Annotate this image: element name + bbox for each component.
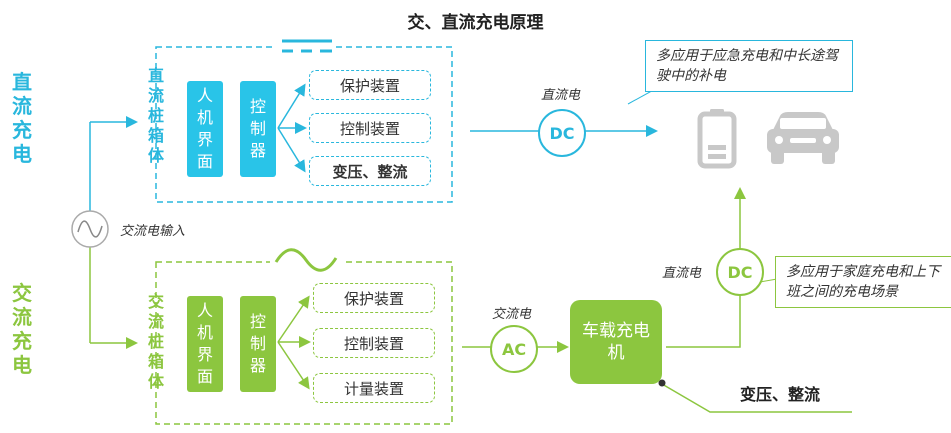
ac-hmi-block: 人机界面 [187,296,223,392]
dc-control-device: 控制装置 [309,113,431,143]
ac-controller-block: 控制器 [240,296,276,392]
charger-to-vehicle-line [666,187,746,348]
ac-input-label: 交流电输入 [120,224,186,239]
ac-symbol [270,248,342,272]
ac-pile-enclosure [155,261,453,425]
onboard-charger-block: 车载充电机 [570,300,662,384]
car-icon [767,112,839,164]
ac-protection-device: 保护装置 [313,283,435,313]
dc-wire-label-2: 直流电 [662,266,702,281]
ac-pile-box-label: 交流桩箱体 [147,292,164,391]
ac-usage-callout: 多应用于家庭充电和上下班之间的充电场景 [775,256,951,308]
ac-controller-fan [277,295,311,390]
dc-usage-callout: 多应用于应急充电和中长途驾驶中的补电 [645,40,853,92]
dc-controller-label: 控制器 [249,97,266,160]
ac-charging-label: 交流充电 [12,281,32,377]
bottom-leader [661,383,852,413]
dc-wire-label: 直流电 [541,88,581,103]
dc-controller-fan [277,83,307,173]
ac-wire-label: 交流电 [492,307,532,322]
onboard-transform-rectify-label: 变压、整流 [740,385,821,404]
ac-callout-leader [759,278,778,283]
ac-input-symbol [71,210,109,248]
dc-symbol [276,39,336,54]
onboard-charger-label: 车载充电机 [582,321,650,363]
dc-pile-box-label: 直流桩箱体 [147,66,164,165]
diagram-title: 交、直流充电原理 [407,13,544,33]
bottom-leader-dot [658,379,666,387]
dc-charging-label: 直流充电 [12,70,32,166]
ac-controller-label: 控制器 [249,312,266,375]
ac-hmi-label: 人机界面 [196,301,213,386]
ac-output-circle: AC [490,325,538,373]
dc-transform-rectify-device: 变压、整流 [309,156,431,186]
dc-pile-enclosure [155,46,453,203]
dc-protection-device: 保护装置 [309,70,431,100]
ac-metering-device: 计量装置 [313,373,435,403]
dc-circle-2: DC [716,248,764,296]
dc-output-circle: DC [538,109,586,157]
dc-hmi-block: 人机界面 [187,81,223,177]
battery-icon [697,109,737,169]
dc-hmi-label: 人机界面 [196,86,213,171]
dc-controller-block: 控制器 [240,81,276,177]
ac-control-device: 控制装置 [313,328,435,358]
